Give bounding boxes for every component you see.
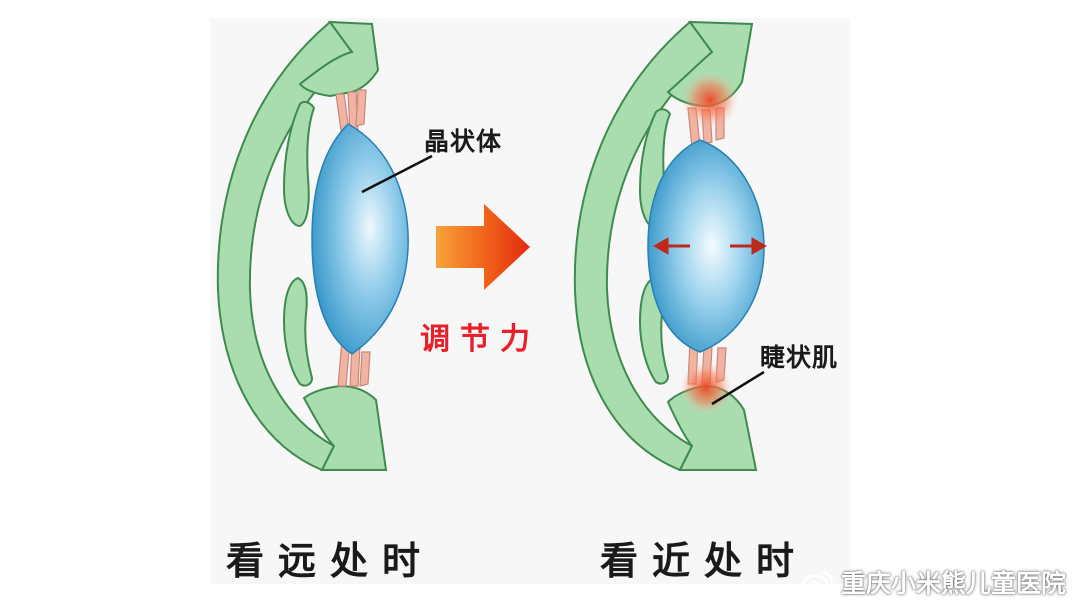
far-zonules-lower <box>337 339 371 387</box>
weibo-icon <box>801 571 834 596</box>
far-iris-upper <box>282 100 316 228</box>
ciliary-leader-line <box>711 370 765 406</box>
lens-expansion-arrows <box>652 237 768 255</box>
far-sclera-lower <box>302 384 388 471</box>
watermark: 重庆小米熊儿童医院 <box>801 564 1066 600</box>
accommodation-arrow <box>436 204 530 290</box>
near-caption: 看近处时 <box>600 539 809 583</box>
far-caption: 看远处时 <box>226 539 435 583</box>
near-lens <box>647 139 765 353</box>
accommodation-label: 调节力 <box>420 322 540 357</box>
far-eye <box>216 20 433 472</box>
watermark-text: 重庆小米熊儿童医院 <box>840 569 1066 598</box>
far-sclera-upper <box>298 20 380 98</box>
ciliary-muscle-upper-glow <box>682 72 738 128</box>
ciliary-muscle-lower-glow <box>680 362 732 414</box>
near-eye <box>573 20 768 472</box>
far-iris-lower <box>282 276 314 387</box>
lens-leader-line <box>361 154 433 194</box>
ciliary-muscle-label: 睫状肌 <box>760 343 839 372</box>
lens-label: 晶状体 <box>424 127 503 156</box>
far-lens <box>311 123 409 355</box>
